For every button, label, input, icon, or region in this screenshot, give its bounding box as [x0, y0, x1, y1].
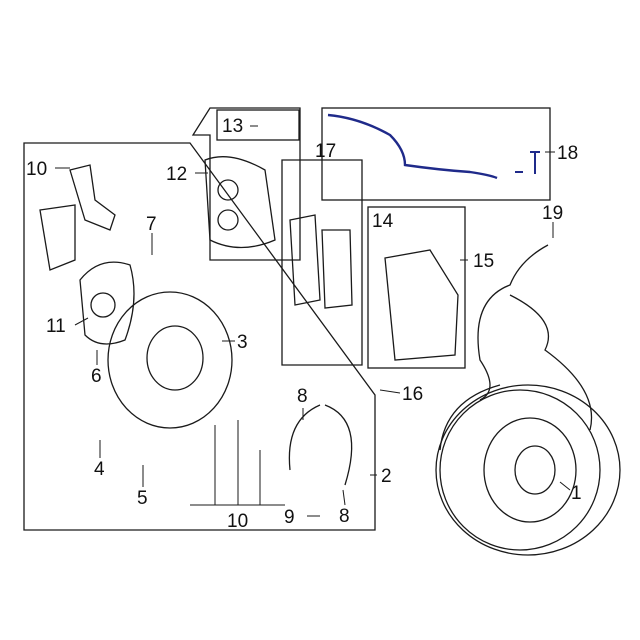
- callout-8-bottom: 8: [339, 506, 350, 527]
- backing-plate: [107, 291, 233, 429]
- callout-20: 19: [542, 203, 564, 224]
- callout-15: 14: [372, 211, 394, 232]
- callout-1: 1: [571, 483, 582, 504]
- callout-7: 7: [146, 214, 157, 235]
- callout-14: 13: [222, 116, 244, 137]
- callout-17: 16: [402, 384, 424, 405]
- bracket-11: [39, 204, 76, 271]
- group-box-caliper-bracket: [367, 206, 466, 369]
- callout-12: 11: [46, 316, 66, 337]
- group-box-sensor-harness: [321, 107, 551, 201]
- callout-11: 10: [26, 159, 48, 180]
- caliper-bracket: [384, 249, 459, 361]
- brake-rotor: [435, 384, 621, 556]
- group-box-pads: [281, 159, 363, 366]
- callout-2: 2: [381, 466, 392, 487]
- group-box-backing-plate: [23, 142, 376, 531]
- parking-brake-shoe: [288, 404, 353, 486]
- callout-18: 17: [315, 141, 337, 162]
- callout-9: 9: [284, 507, 295, 528]
- callout-3: 3: [237, 332, 248, 353]
- callout-16: 15: [473, 251, 495, 272]
- callout-13: 12: [166, 164, 188, 185]
- callout-8-top: 8: [297, 386, 308, 407]
- callout-4: 4: [94, 459, 105, 480]
- brake-pad: [289, 214, 321, 306]
- abs-sensor-wire: [477, 244, 593, 431]
- callout-6: 6: [91, 366, 102, 387]
- group-box-caliper-pins: [216, 109, 300, 141]
- callout-5: 5: [137, 488, 148, 509]
- callout-10: 10: [227, 511, 249, 532]
- leader-lines: [55, 125, 571, 517]
- knuckle: [79, 261, 135, 345]
- group-box-caliper: [191, 107, 301, 261]
- callout-19: 18: [557, 143, 579, 164]
- caliper: [204, 156, 276, 249]
- abs-harness: [327, 113, 498, 180]
